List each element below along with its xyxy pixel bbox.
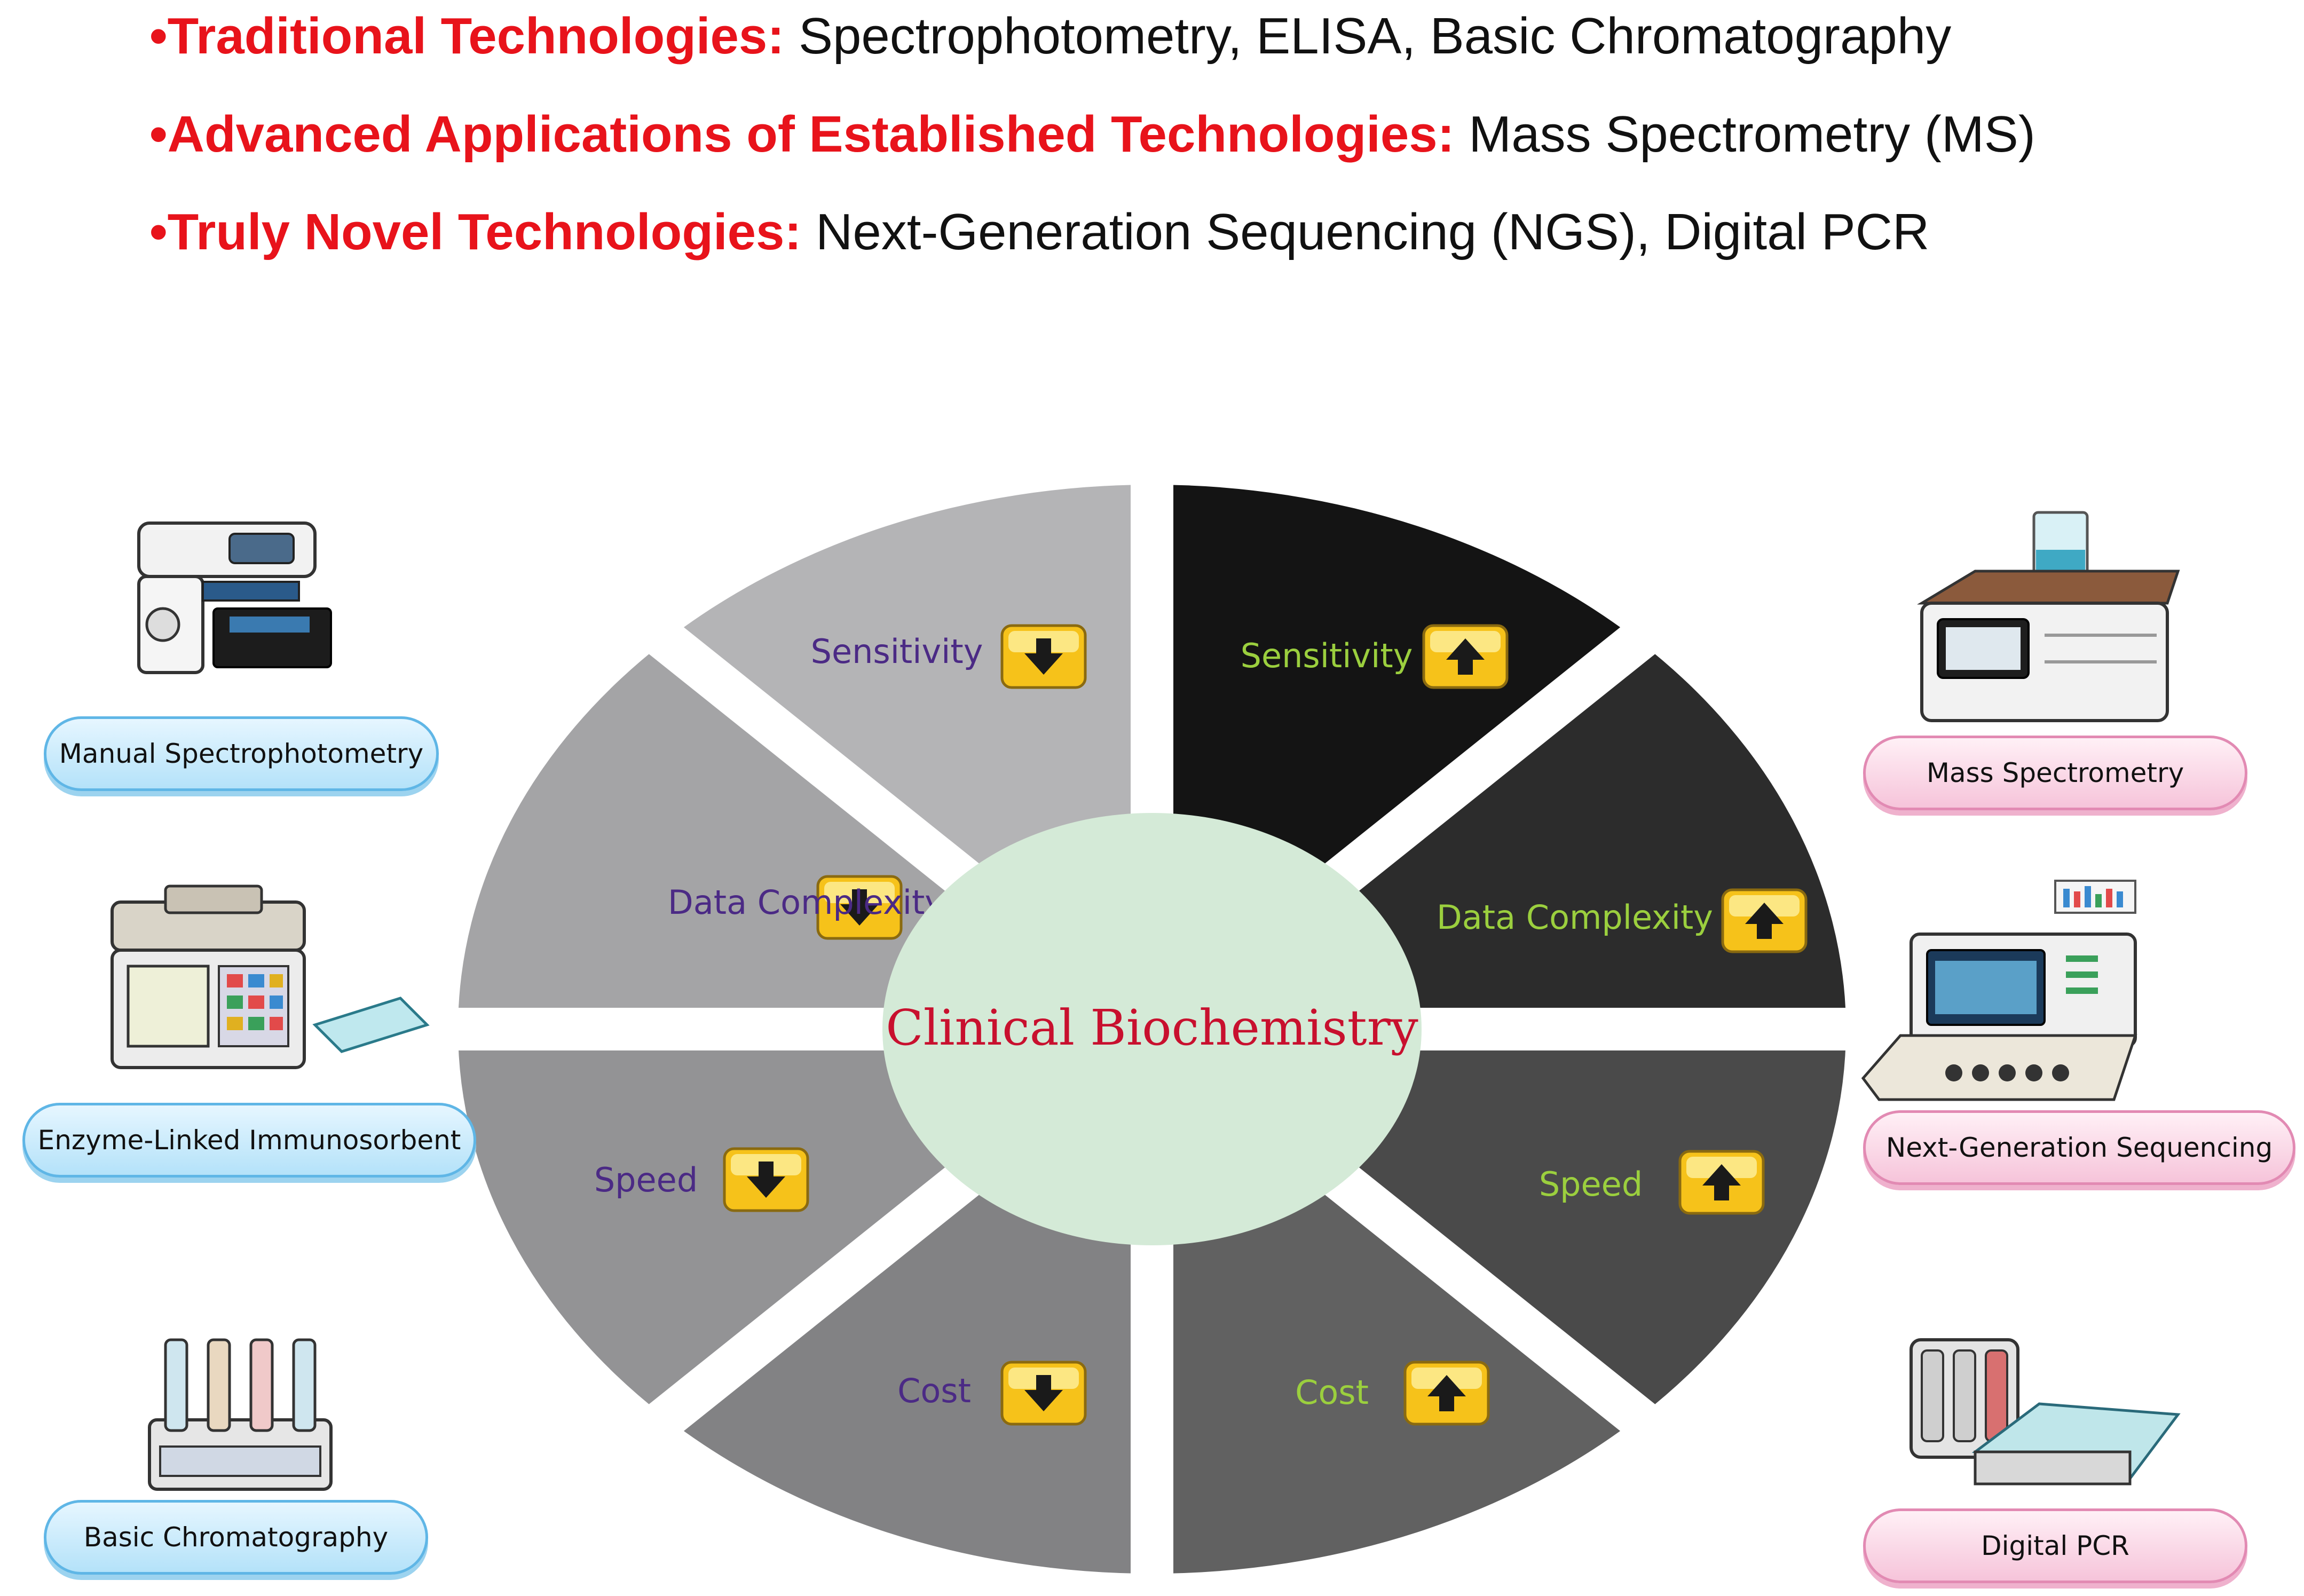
segment-label-left-2: Speed — [594, 1160, 698, 1199]
arrow-down-icon — [1000, 624, 1087, 689]
arrow-up-icon — [1721, 888, 1808, 953]
bullet-traditional: •Traditional Technologies: Spectrophotom… — [149, 7, 1952, 65]
segment-label-right-1: Data Complexity — [1437, 898, 1713, 937]
arrow-up-icon — [1403, 1361, 1490, 1426]
pill-enzyme-linked-immunosorbent: Enzyme-Linked Immunosorbent — [22, 1103, 476, 1178]
segment-label-left-0: Sensitivity — [811, 632, 983, 671]
wheel-arrows — [723, 624, 1808, 1426]
center-title: Clinical Biochemistry — [886, 999, 1418, 1056]
bullet-advanced: •Advanced Applications of Established Te… — [149, 106, 2035, 163]
segment-label-right-0: Sensitivity — [1241, 636, 1413, 675]
arrow-up-icon — [1678, 1150, 1765, 1215]
bullet-novel: •Truly Novel Technologies: Next-Generati… — [149, 203, 1930, 260]
pill-manual-spectrophotometry: Manual Spectrophotometry — [44, 716, 439, 791]
mass-spectrometer-icon — [1900, 507, 2199, 733]
pill-digital-pcr: Digital PCR — [1863, 1508, 2247, 1583]
elisa-reader-icon — [101, 881, 432, 1086]
center-hub — [882, 813, 1422, 1245]
segment-label-right-3: Cost — [1295, 1373, 1369, 1412]
pill-next-generation-sequencing: Next-Generation Sequencing — [1863, 1110, 2295, 1185]
arrow-up-icon — [1422, 624, 1509, 689]
pill-basic-chromatography: Basic Chromatography — [44, 1500, 428, 1575]
segment-label-right-2: Speed — [1539, 1165, 1643, 1204]
segment-label-left-1: Data Complexity — [668, 883, 944, 922]
spectrophotometer-icon — [123, 502, 347, 685]
digital-pcr-icon — [1900, 1318, 2189, 1513]
arrow-down-icon — [723, 1147, 809, 1212]
arrow-down-icon — [1000, 1361, 1087, 1426]
segment-label-left-3: Cost — [897, 1371, 971, 1410]
sequencer-icon — [1858, 875, 2157, 1123]
pill-mass-spectrometry: Mass Spectrometry — [1863, 736, 2247, 810]
arrow-down-icon — [816, 875, 903, 940]
chromatography-icon — [139, 1329, 342, 1502]
